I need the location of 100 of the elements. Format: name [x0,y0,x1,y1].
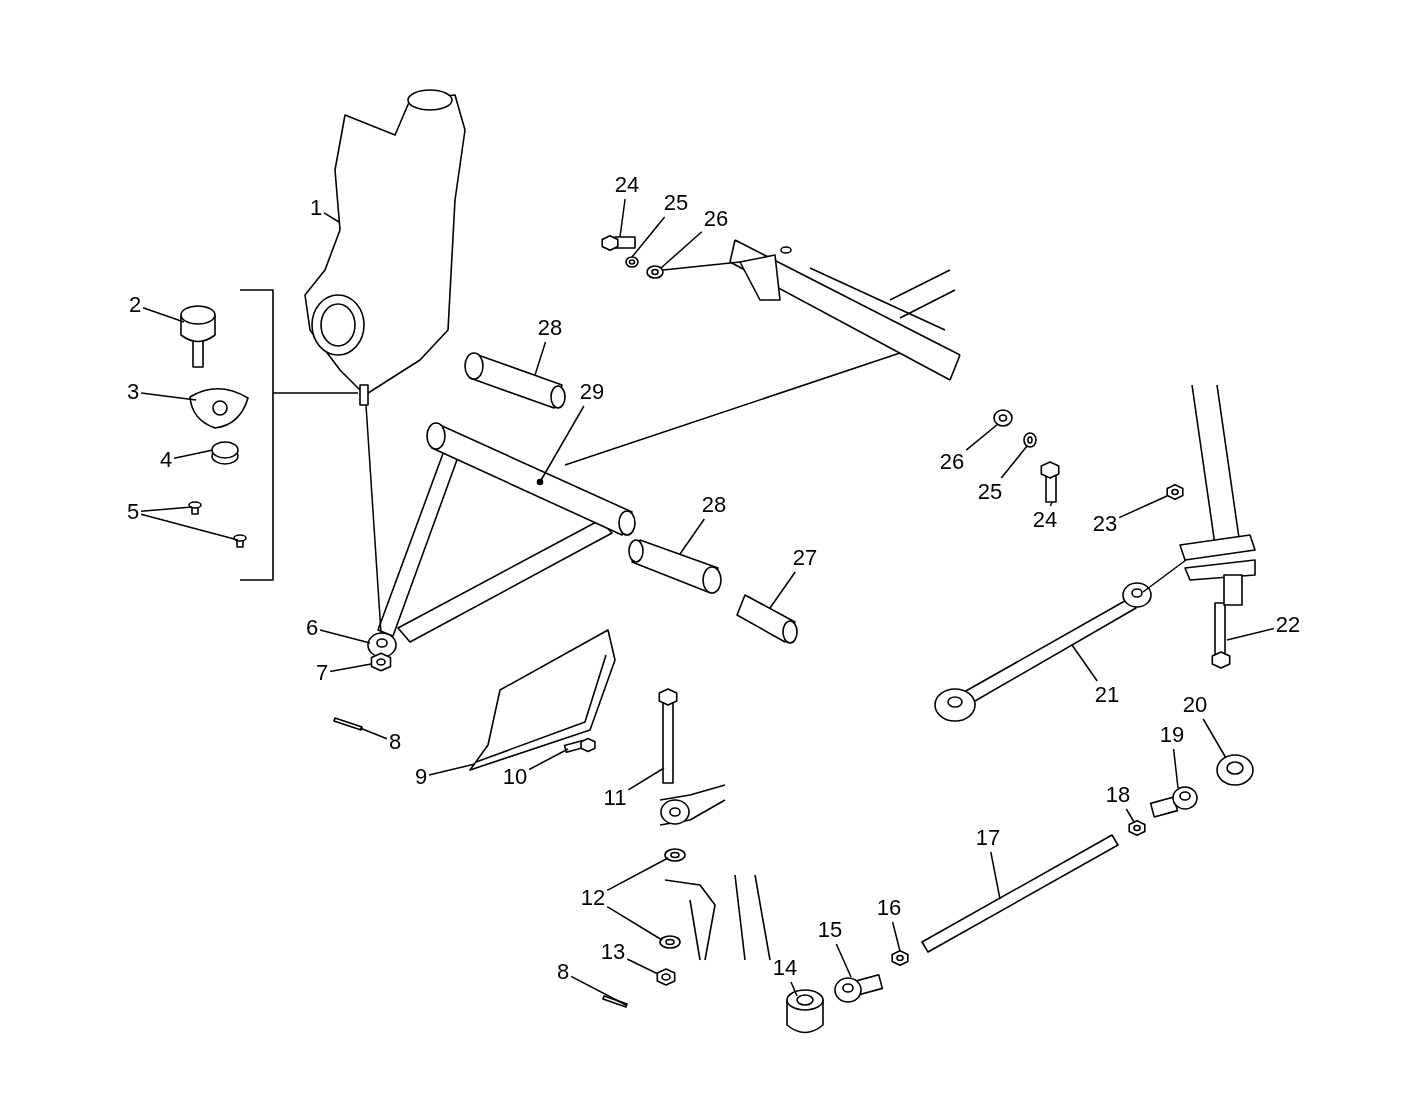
leader-line [1071,644,1098,682]
lock-washer-drawing [1023,432,1037,448]
leader-line [570,975,627,1006]
leader-line [428,763,476,776]
mounting-plate-drawing [189,387,249,429]
leader-line [619,198,626,238]
leader-line [1049,501,1053,507]
nut-drawing [1166,484,1184,500]
a-arm-drawing [377,422,636,643]
leader-line [769,571,796,609]
assembly-line [1142,559,1187,593]
washer-drawing [659,935,681,949]
assembly-line [564,352,901,466]
tie-rod-assembly-drawing [934,582,1152,722]
leader-line [965,423,999,451]
callout-number: 19 [1159,723,1185,747]
steering-knuckle-drawing [304,89,466,406]
leader-line [679,518,706,555]
callout-number: 3 [126,380,140,404]
ball-joint-end-drawing [1149,786,1198,818]
frame-drawing [729,239,961,381]
skid-guard-drawing [469,629,616,771]
assembly-line [365,404,382,634]
assembly-line [662,261,741,271]
callout-number: 20 [1182,693,1208,717]
leader-line [140,392,197,401]
tube-drawing [736,594,798,644]
callout-number: 6 [305,616,319,640]
leader-line [528,748,569,771]
callout-number: 2 [128,293,142,317]
bushing-drawing [464,352,566,409]
leader-line [1202,718,1227,759]
nut-drawing [370,652,392,672]
screw-drawing [188,501,202,515]
cotter-pin-drawing [333,717,363,731]
callout-number: 11 [603,786,627,810]
ball-joint-drawing [180,305,216,368]
leader-line [140,513,239,541]
leader-line [140,506,193,513]
leader-line [990,851,1001,900]
cup-washer-drawing [211,441,239,465]
callout-number: 22 [1275,613,1301,637]
leader-line [626,958,659,975]
leader-line [790,981,798,997]
screw-drawing [233,534,247,548]
washer-drawing [664,848,686,862]
callout-number: 12 [580,886,606,910]
rod-end-drawing [1216,754,1254,786]
leader-line [1172,748,1179,789]
nut-drawing [891,950,909,966]
bolt-drawing [658,688,678,784]
leader-line [835,943,852,978]
callout-number: 9 [414,765,428,789]
leader-line [1125,808,1135,823]
callout-number: 24 [1032,508,1058,532]
callout-number: 28 [701,493,727,517]
callout-number: 18 [1105,783,1131,807]
leader-line [627,767,665,791]
callout-number: 10 [502,765,528,789]
callout-number: 1 [309,196,323,220]
callout-number: 24 [614,173,640,197]
leader-line [606,905,663,941]
callout-number: 25 [663,191,689,215]
callout-number: 4 [159,448,173,472]
callout-number: 8 [388,730,402,754]
leader-line [891,921,901,952]
lock-washer-drawing [625,256,639,268]
cotter-pin-drawing [602,995,628,1008]
washer-drawing [993,409,1013,427]
nut-drawing [1128,820,1146,836]
bolt-drawing [1040,461,1060,503]
callout-number: 17 [975,826,1001,850]
callout-number: 14 [772,956,798,980]
callout-number: 5 [126,500,140,524]
leader-line [319,629,371,644]
leader-line [606,857,669,892]
callout-number: 13 [600,940,626,964]
leader-line [1118,495,1168,519]
callout-number: 29 [579,380,605,404]
steering-post-drawing [1179,384,1256,606]
bolt-drawing [601,235,636,251]
washer-drawing [646,265,664,279]
callout-number: 23 [1092,512,1118,536]
leader-line [359,727,388,740]
bolt-drawing [563,737,596,753]
ball-joint-end-drawing [834,974,884,1003]
callout-number: 8 [556,960,570,984]
callout-number: 7 [315,661,329,685]
callout-number: 26 [939,450,965,474]
callout-number: 28 [537,316,563,340]
leader-line [631,216,666,258]
leader-line [1000,445,1028,479]
callout-number: 27 [792,546,818,570]
callout-number: 21 [1094,683,1120,707]
callout-number: 26 [703,207,729,231]
rod-end-drawing [786,989,824,1034]
leader-line [660,230,703,269]
leader-line [539,405,585,483]
leader-line [142,307,185,323]
leader-line [323,212,340,223]
